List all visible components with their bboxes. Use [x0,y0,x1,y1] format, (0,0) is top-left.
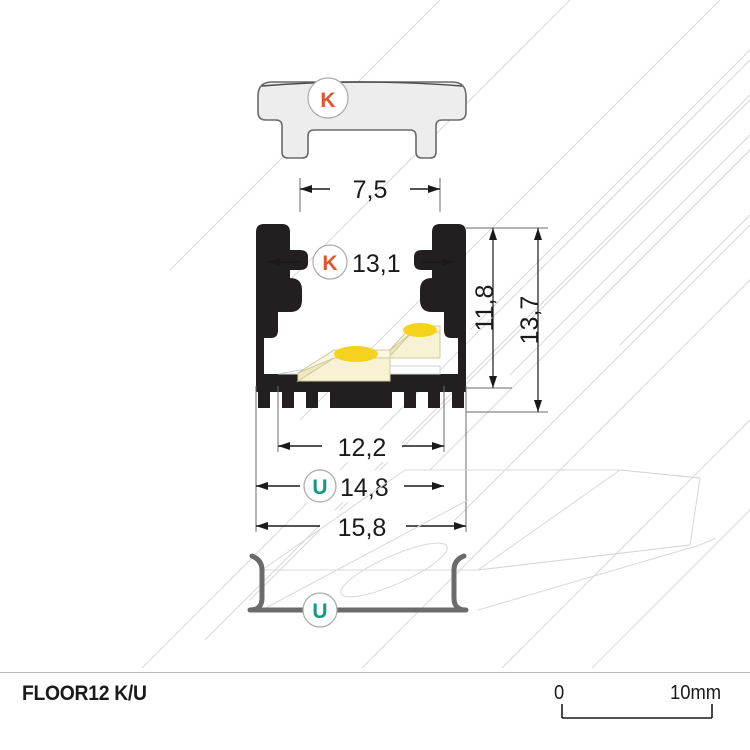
profile-left-wall [256,224,308,386]
scale-bar-max-label: 10mm [670,682,722,704]
dimension-7-5 [299,178,441,212]
scale-bar-graphic [561,704,713,719]
dimension-label-7-5: 7,5 [353,176,388,204]
profile-k-badge-label: K [322,252,337,275]
led-chip-far [386,323,441,360]
dimension-label-12-2: 12,2 [338,434,387,462]
mounting-channel: U [247,469,717,628]
cover-piece: K [257,77,467,159]
cover-top-highlight [261,81,463,87]
profile-right-wall [414,224,466,386]
dimension-13-7: 13,7 [466,228,548,413]
dimension-label-13-7: 13,7 [516,296,544,345]
dimension-13-1: K 13,1 [268,244,454,280]
dimension-label-15-8: 15,8 [338,514,387,542]
led-strip-assembly [277,323,441,382]
channel-u-badge-circle-dim [303,469,337,503]
dimension-12-2: 12,2 [278,430,444,462]
channel-u-badge-label-dim: U [312,476,327,499]
dimension-label-14-8: 14,8 [340,474,389,502]
cover-body [257,81,467,159]
dimension-15-8: 15,8 [256,510,466,542]
cover-k-badge-circle [307,77,349,119]
dimension-label-13-1: 13,1 [352,250,401,278]
profile-bottom-fins [258,392,464,408]
channel-u-badge-circle [302,592,338,628]
channel-outline [247,553,469,613]
perspective-lines [141,0,750,668]
scale-bar-zero-label: 0 [554,682,565,704]
page-title: FLOOR12 K/U [22,682,147,705]
dimension-extension-lines [255,386,467,532]
footer-divider [0,672,750,673]
led-chip-near [296,346,391,382]
profile-k-badge-circle [312,244,348,280]
dimension-14-8: U 14,8 [256,469,444,503]
cover-k-badge-label: K [320,89,335,112]
channel-perspective-faces [260,469,717,611]
dimension-label-11-8: 11,8 [471,285,499,332]
dimension-11-8: 11,8 [466,227,548,389]
channel-u-badge-label: U [312,600,327,623]
